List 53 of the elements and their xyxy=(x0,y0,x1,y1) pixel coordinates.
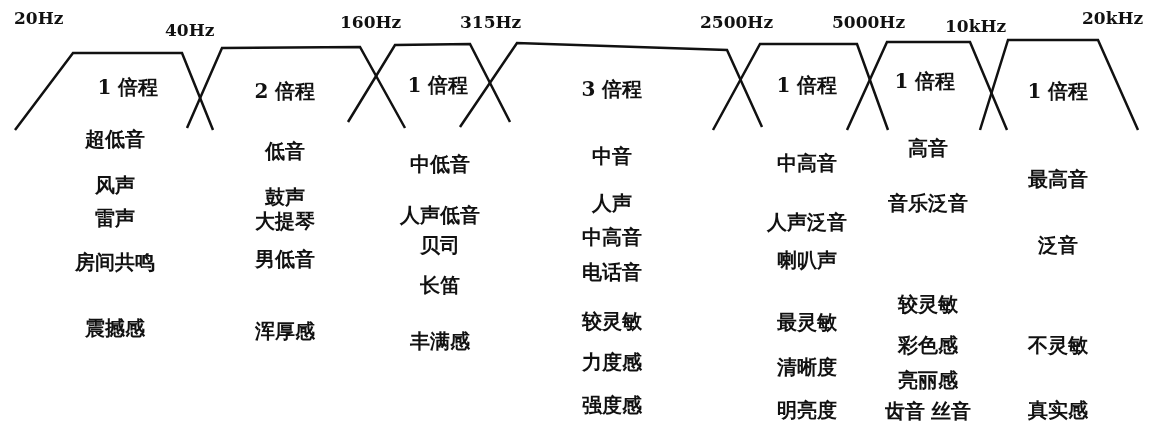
band-feature-text: 人声 xyxy=(592,192,632,214)
band-feature-text: 喇叭声 xyxy=(777,249,837,271)
band-feature-text: 男低音 xyxy=(255,248,315,270)
band-feature-text: 高音 xyxy=(908,137,948,159)
band-octave-label: 1 倍程 xyxy=(97,76,159,98)
band-octave-label: 3 倍程 xyxy=(581,78,643,100)
band-feature-text: 不灵敏 xyxy=(1028,334,1088,356)
band-feature-text: 中高音 xyxy=(777,152,837,174)
band-feature-text: 低音 xyxy=(265,140,305,162)
band-feature-text: 震撼感 xyxy=(85,317,145,339)
band-feature-text: 中高音 xyxy=(582,226,642,248)
frequency-label: 2500Hz xyxy=(700,12,774,32)
band-feature-text: 明亮度 xyxy=(777,399,837,421)
band-feature-text: 大提琴 xyxy=(255,210,315,232)
band-feature-text: 浑厚感 xyxy=(255,320,315,342)
band-feature-text: 力度感 xyxy=(582,351,642,373)
band-feature-text: 音乐泛音 xyxy=(888,192,968,214)
band-feature-text: 丰满感 xyxy=(410,330,470,352)
band-feature-text: 房间共鸣 xyxy=(75,251,155,273)
frequency-label: 5000Hz xyxy=(832,12,906,32)
frequency-label: 40Hz xyxy=(165,20,215,40)
band-octave-label: 1 倍程 xyxy=(776,74,838,96)
band-feature-text: 电话音 xyxy=(582,261,642,283)
band-feature-text: 最灵敏 xyxy=(777,311,837,333)
band-octave-label: 1 倍程 xyxy=(894,70,956,92)
band-octave-label: 2 倍程 xyxy=(254,80,316,102)
band-feature-text: 较灵敏 xyxy=(582,310,642,332)
band-feature-text: 真实感 xyxy=(1028,399,1088,421)
band-octave-label: 1 倍程 xyxy=(407,74,469,96)
frequency-label: 10kHz xyxy=(945,16,1007,36)
band-feature-text: 泛音 xyxy=(1038,234,1078,256)
band-feature-text: 超低音 xyxy=(85,128,145,150)
band-feature-text: 强度感 xyxy=(582,394,642,416)
band-feature-text: 中音 xyxy=(592,145,632,167)
band-feature-text: 人声泛音 xyxy=(767,211,847,233)
frequency-label: 20kHz xyxy=(1082,8,1144,28)
band-octave-label: 1 倍程 xyxy=(1027,80,1089,102)
band-feature-text: 较灵敏 xyxy=(898,293,958,315)
band-feature-text: 人声低音 xyxy=(400,204,480,226)
band-feature-text: 齿音 丝音 xyxy=(884,400,972,422)
band-feature-text: 长笛 xyxy=(420,274,460,296)
frequency-label: 315Hz xyxy=(460,12,522,32)
band-feature-text: 中低音 xyxy=(410,153,470,175)
band-feature-text: 最高音 xyxy=(1028,168,1088,190)
band-feature-text: 贝司 xyxy=(420,234,460,256)
band-feature-text: 亮丽感 xyxy=(898,369,958,391)
band-feature-text: 彩色感 xyxy=(898,334,958,356)
band-feature-text: 清晰度 xyxy=(777,356,837,378)
band-feature-text: 风声 xyxy=(95,174,135,196)
frequency-label: 20Hz xyxy=(14,8,64,28)
frequency-label: 160Hz xyxy=(340,12,402,32)
band-feature-text: 鼓声 xyxy=(265,186,305,208)
band-feature-text: 雷声 xyxy=(95,207,135,229)
